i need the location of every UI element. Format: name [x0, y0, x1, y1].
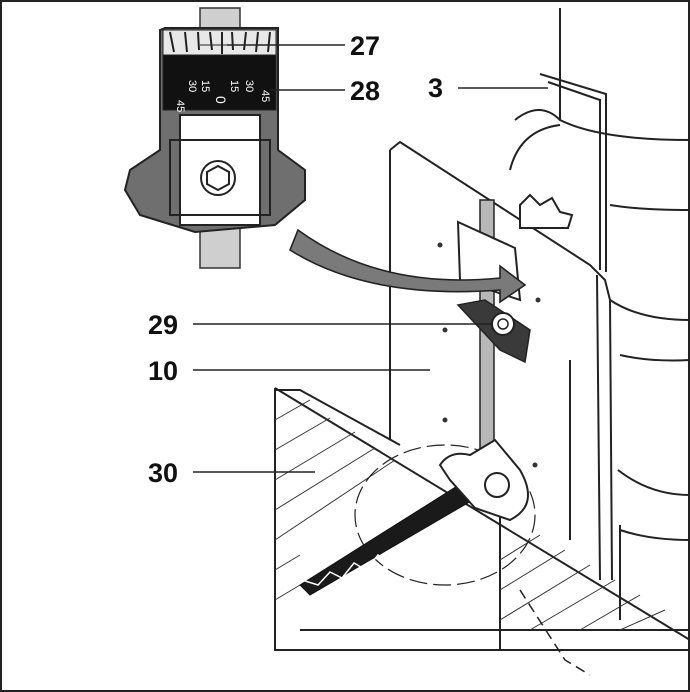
- callout-29: 29: [148, 310, 178, 340]
- motor-housing: [509, 8, 690, 620]
- scale-right-30: 30: [243, 80, 255, 92]
- scale-labels: 45 30 15 0 15 30 45: [174, 80, 271, 112]
- scale-left-15: 15: [199, 80, 211, 92]
- guide-bracket: [539, 73, 607, 272]
- scale-left-45: 45: [174, 100, 186, 112]
- callout-3: 3: [428, 73, 443, 103]
- base-plate: [389, 140, 613, 581]
- blade-clamp: [438, 438, 529, 522]
- direction-arrow: [289, 228, 527, 304]
- scale-right-45: 45: [259, 90, 271, 102]
- gear-teeth: [519, 193, 574, 229]
- scale-left-30: 30: [186, 80, 198, 92]
- scale-zero: 0: [213, 96, 229, 104]
- callout-27: 27: [350, 31, 380, 61]
- scale-inset: [123, 7, 306, 269]
- callout-28: 28: [350, 76, 380, 106]
- workpiece: [274, 387, 690, 651]
- scale-right-15: 15: [228, 80, 240, 92]
- hidden-edge-line: [519, 589, 591, 676]
- callout-30: 30: [148, 458, 178, 488]
- callout-10: 10: [148, 356, 178, 386]
